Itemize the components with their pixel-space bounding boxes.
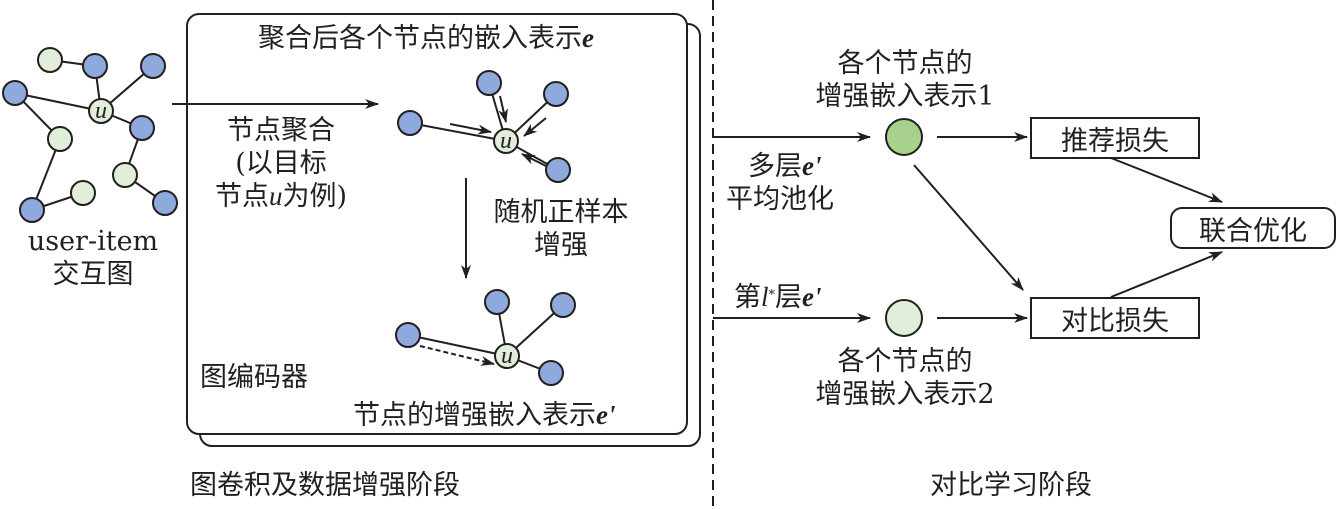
contrastive-loss-box: 对比损失 <box>1030 297 1200 339</box>
item-node <box>37 47 63 73</box>
input-graph-nodes: u <box>2 47 178 223</box>
input-graph-caption-line1: user-item <box>27 226 159 257</box>
neighbor-node <box>397 110 423 136</box>
neighbor-node <box>550 292 576 318</box>
neighbor-node <box>543 81 569 107</box>
view1-label-line2: 增强嵌入表示1 <box>815 81 995 112</box>
enhanced-view-1-node <box>885 118 923 156</box>
positive-sample-dashed-arrow <box>419 345 495 366</box>
view1-input-label: 多层e' 平均池化 <box>726 150 834 216</box>
rec-loss-to-joint-arrow <box>1110 157 1223 203</box>
user-node <box>140 53 166 79</box>
input-graph-caption-line2: 交互图 <box>52 259 134 290</box>
user-node <box>19 197 45 223</box>
view2-label: 各个节点的 增强嵌入表示2 <box>790 345 1020 411</box>
target-node-label: u <box>95 98 107 124</box>
node-aggregation-label: 节点聚合 (以目标 节点u为例) <box>196 114 366 213</box>
stage-label-contrastive: 对比学习阶段 <box>930 470 1092 501</box>
stage-label-gcn-augmentation: 图卷积及数据增强阶段 <box>190 470 460 501</box>
layer-star: * <box>768 288 776 303</box>
view1-input-prefix: 多层 <box>748 151 802 182</box>
user-node <box>82 53 108 79</box>
neighbor-node <box>484 289 510 315</box>
target-node-u <box>88 98 114 124</box>
view1-input-line1: 多层e' <box>726 150 834 183</box>
view1-label: 各个节点的 增强嵌入表示1 <box>790 47 1020 113</box>
node-aggregation-line3: 节点u为例) <box>196 180 366 213</box>
view1-to-con-loss-arrow <box>913 164 1024 291</box>
target-node-label: u <box>501 343 513 369</box>
view2-input-prefix: 第 <box>734 282 761 313</box>
enhanced-graph-nodes: u <box>395 289 576 386</box>
target-node-symbol: u <box>268 181 283 211</box>
enhanced-symbol-e-prime: e' <box>596 400 616 430</box>
view2-label-line2: 增强嵌入表示2 <box>815 379 995 410</box>
node-aggregation-line2: (以目标 <box>235 148 327 179</box>
aggregated-graph-nodes: u <box>397 70 571 183</box>
aggregated-target-node-u <box>493 128 519 154</box>
item-node <box>70 180 96 206</box>
con-loss-to-joint-arrow <box>1110 251 1223 298</box>
enhanced-target-node-u <box>494 343 520 369</box>
user-node <box>2 80 28 106</box>
target-node-label: u <box>500 128 512 154</box>
node-aggregation-line3-suffix: 为例) <box>282 181 348 212</box>
enhanced-embedding-text: 节点的增强嵌入表示 <box>353 400 596 431</box>
embedding-symbol-e: e <box>582 23 594 53</box>
enhanced-view-2-node <box>885 299 923 337</box>
aggregated-embedding-title: 聚合后各个节点的嵌入表示e <box>258 22 594 55</box>
item-node <box>47 126 73 152</box>
augmentation-line1: 随机正样本 <box>493 197 629 228</box>
enhanced-embedding-label: 节点的增强嵌入表示e' <box>353 399 616 432</box>
aggregated-embedding-title-text: 聚合后各个节点的嵌入表示 <box>258 23 582 54</box>
neighbor-node <box>476 70 502 96</box>
view2-input-label: 第l*层e' <box>734 281 822 314</box>
item-node <box>112 162 138 188</box>
neighbor-node <box>395 322 421 348</box>
input-graph-caption: user-item 交互图 <box>8 225 178 291</box>
view2-label-line1: 各个节点的 <box>837 346 973 377</box>
neighbor-node <box>538 360 564 386</box>
random-positive-augmentation-label: 随机正样本 增强 <box>476 196 646 262</box>
view1-label-line1: 各个节点的 <box>837 48 973 79</box>
neighbor-node <box>545 157 571 183</box>
view2-input-symbol: e' <box>802 282 822 312</box>
joint-optimization-box: 联合优化 <box>1170 207 1336 249</box>
graph-encoder-label: 图编码器 <box>200 362 308 393</box>
encoder-panel <box>186 13 688 435</box>
augmentation-line2: 增强 <box>534 230 588 261</box>
recommendation-loss-box: 推荐损失 <box>1030 117 1200 159</box>
view1-input-symbol: e' <box>802 151 822 181</box>
user-node <box>129 115 155 141</box>
aggregation-message-arrows <box>449 95 547 167</box>
view2-input-mid: 层 <box>775 282 803 313</box>
node-aggregation-line1: 节点聚合 <box>227 115 335 146</box>
view1-input-line2: 平均池化 <box>726 184 834 215</box>
layer-symbol-l: l <box>761 282 769 312</box>
node-aggregation-line3-prefix: 节点 <box>214 181 269 212</box>
user-node <box>152 190 178 216</box>
